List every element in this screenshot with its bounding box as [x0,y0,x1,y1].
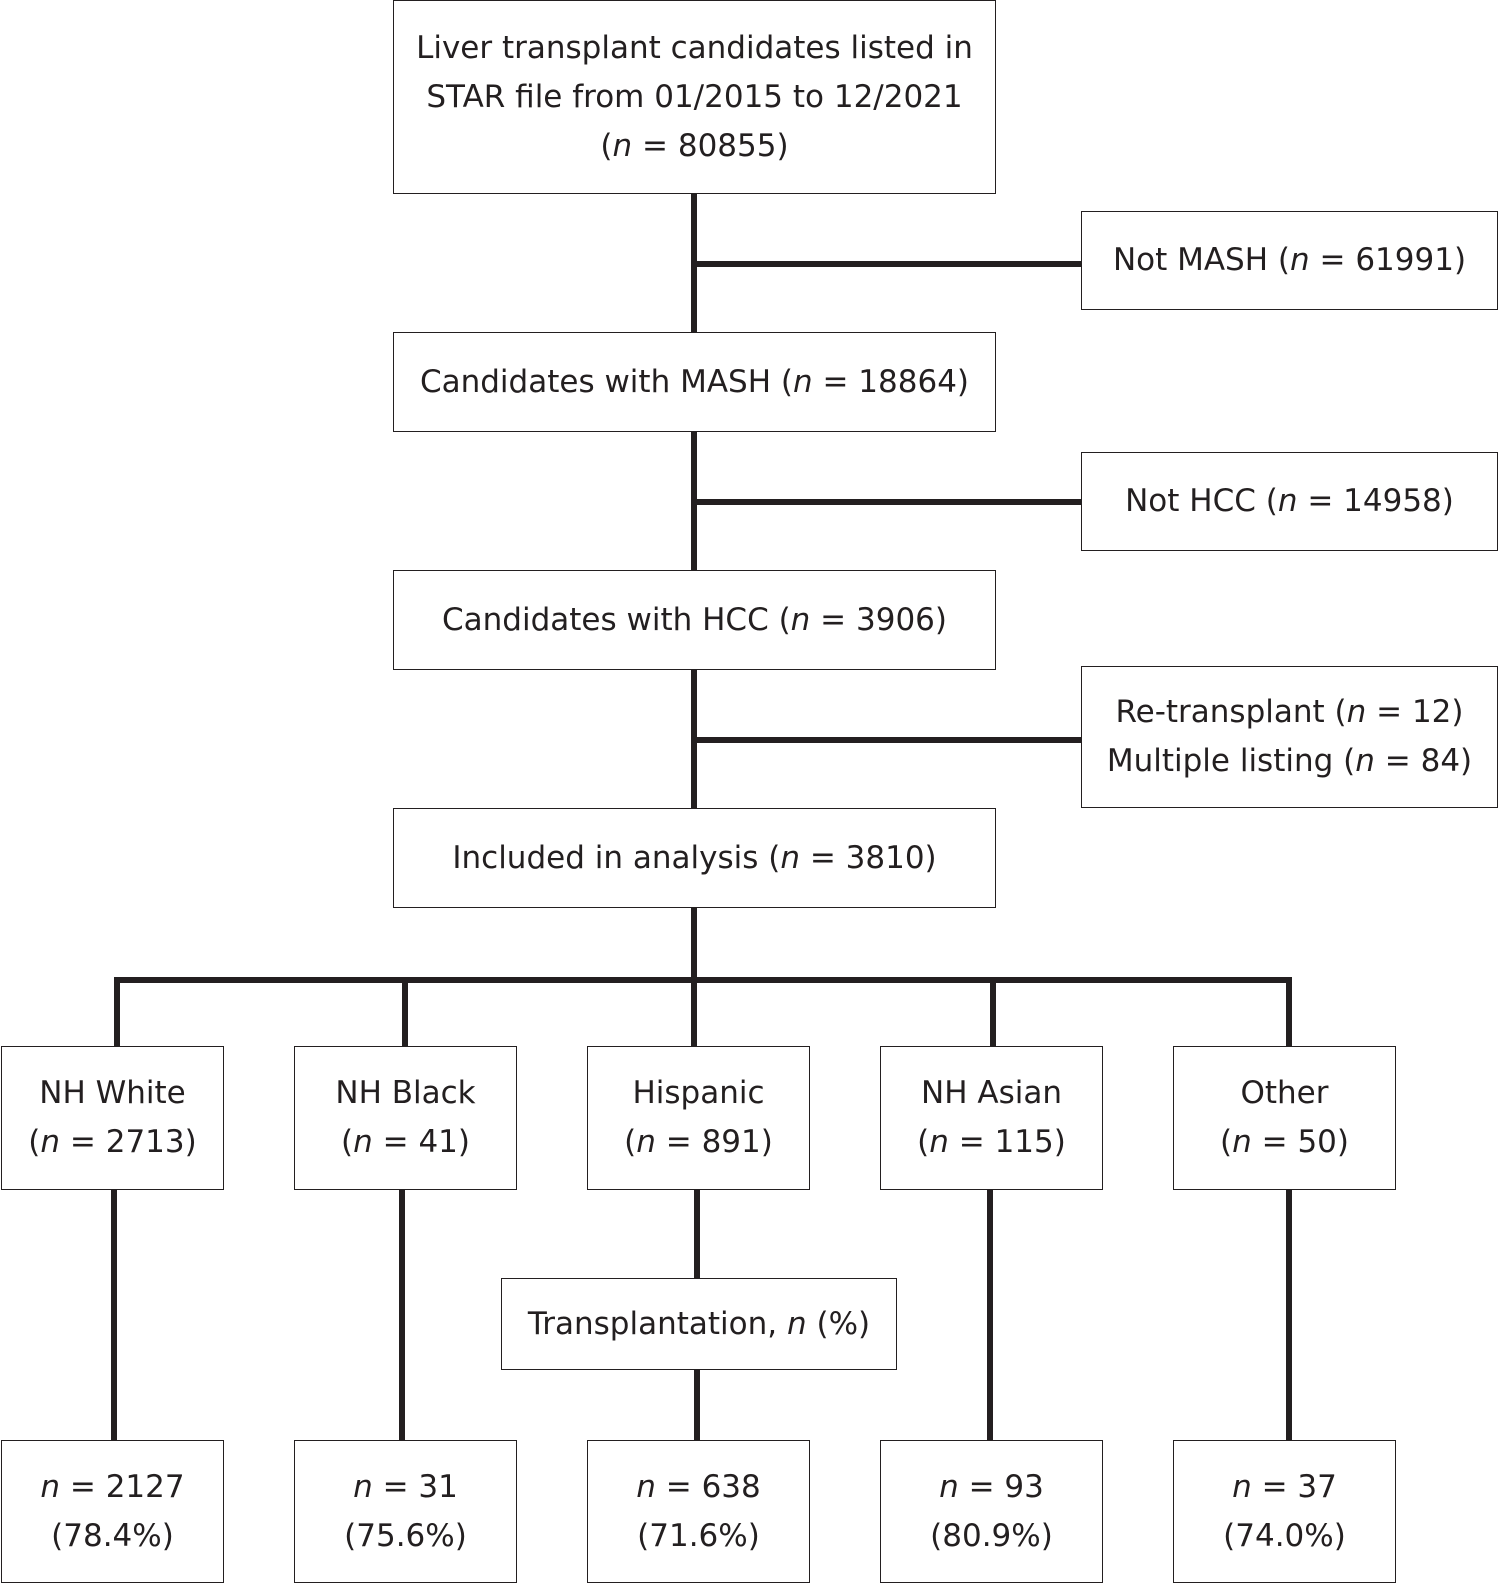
group-label: Other [1240,1075,1329,1111]
exclude-mash-box: Not MASH (n = 61991) [1081,211,1498,310]
included-box: Included in analysis (n = 3810) [393,808,996,908]
group-box-nh-asian: NH Asian (n = 115) [880,1046,1103,1190]
mash-text: Candidates with MASH (n = 18864) [419,363,970,400]
exclude-mash-text: Not MASH (n = 61991) [1112,242,1467,278]
group-count: (n = 891) [624,1124,773,1160]
outcome-box-hispanic: n = 638 (71.6%) [587,1440,810,1583]
outcome-count: n = 638 [636,1468,761,1505]
exclude-multiple-listing-text: Multiple listing (n = 84) [1106,743,1473,779]
group-label: Hispanic [632,1075,765,1111]
outcome-percent: (75.6%) [344,1517,467,1554]
outcome-count: n = 93 [939,1468,1044,1505]
group-label: NH Asian [921,1075,1062,1111]
group-box-other: Other (n = 50) [1173,1046,1396,1190]
group-box-nh-black: NH Black (n = 41) [294,1046,517,1190]
outcome-count: n = 31 [353,1468,458,1505]
hcc-box: Candidates with HCC (n = 3906) [393,570,996,670]
group-box-hispanic: Hispanic (n = 891) [587,1046,810,1190]
outcome-count: n = 37 [1232,1468,1337,1505]
outcome-percent: (74.0%) [1223,1517,1346,1554]
included-text: Included in analysis (n = 3810) [452,839,937,876]
outcome-percent: (80.9%) [930,1517,1053,1554]
group-box-nh-white: NH White (n = 2713) [1,1046,224,1190]
exclude-retransplant-text: Re-transplant (n = 12) [1115,694,1464,730]
exclude-other-box: Re-transplant (n = 12) Multiple listing … [1081,666,1498,808]
outcome-box-nh-asian: n = 93 (80.9%) [880,1440,1103,1583]
transplantation-label: Transplantation, n (%) [527,1305,871,1342]
outcome-box-other: n = 37 (74.0%) [1173,1440,1396,1583]
source-line-1: Liver transplant candidates listed in [416,29,973,66]
source-line-2: STAR file from 01/2015 to 12/2021 [426,78,963,115]
group-count: (n = 115) [917,1124,1066,1160]
source-box: Liver transplant candidates listed in ST… [393,0,996,194]
group-count: (n = 50) [1220,1124,1349,1160]
hcc-text: Candidates with HCC (n = 3906) [442,601,947,638]
transplantation-label-box: Transplantation, n (%) [501,1278,897,1370]
exclude-hcc-text: Not HCC (n = 14958) [1125,483,1454,519]
source-count: (n = 80855) [600,127,789,164]
mash-box: Candidates with MASH (n = 18864) [393,332,996,432]
outcome-percent: (71.6%) [637,1517,760,1554]
outcome-count: n = 2127 [40,1468,185,1505]
outcome-percent: (78.4%) [51,1517,174,1554]
group-label: NH White [39,1075,186,1111]
group-count: (n = 41) [341,1124,470,1160]
outcome-box-nh-white: n = 2127 (78.4%) [1,1440,224,1583]
group-label: NH Black [335,1075,476,1111]
exclude-hcc-box: Not HCC (n = 14958) [1081,452,1498,551]
outcome-box-nh-black: n = 31 (75.6%) [294,1440,517,1583]
group-count: (n = 2713) [28,1124,197,1160]
